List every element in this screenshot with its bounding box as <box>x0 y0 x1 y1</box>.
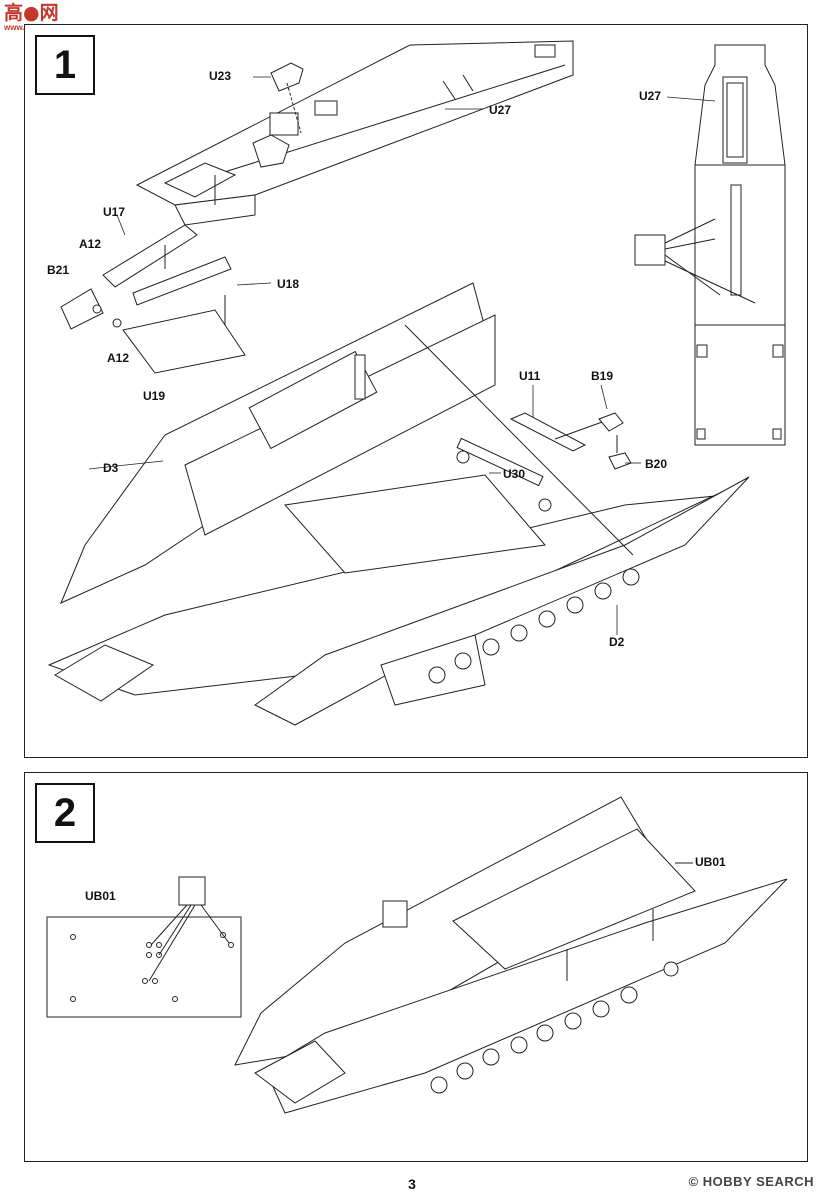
front-hull-u27-drawing <box>135 40 574 226</box>
sub-parts-left-drawing <box>60 175 246 374</box>
hull-with-ub01-drawing <box>234 796 788 1114</box>
part-u23-drawing <box>270 62 304 134</box>
u11-u30-drawing <box>456 412 606 512</box>
label-b19: B19 <box>591 369 614 383</box>
ub01-detail-drawing <box>46 876 242 1018</box>
label-ub01: UB01 <box>695 855 726 869</box>
brand-text: HOBBY SEARCH <box>702 1174 814 1189</box>
label-u23: U23 <box>209 69 232 83</box>
step-number-badge: 2 <box>35 783 95 843</box>
step-number-badge: 1 <box>35 35 95 95</box>
label-u30: U30 <box>503 467 526 481</box>
label-u27: U27 <box>489 103 512 117</box>
step-1-panel: 1 <box>24 24 808 758</box>
label-u17: U17 <box>103 205 126 219</box>
u27-detail-drawing <box>634 44 786 446</box>
label-a12-top: A12 <box>79 237 102 251</box>
label-d3: D3 <box>103 461 119 475</box>
label-u11: U11 <box>519 369 541 383</box>
hobby-search-logo: © HOBBY SEARCH <box>689 1174 814 1189</box>
label-b21: B21 <box>47 263 70 277</box>
step-2-panel: 2 <box>24 772 808 1162</box>
label-ub01-detail: UB01 <box>85 889 116 903</box>
main-hull-drawing <box>47 282 750 726</box>
label-b20: B20 <box>645 457 668 471</box>
step-2-drawing <box>46 796 788 1114</box>
copyright-mark: © <box>688 1174 699 1189</box>
label-u19: U19 <box>143 389 166 403</box>
step-1-drawing <box>47 40 786 726</box>
label-leaders <box>88 76 716 635</box>
label-a12-bottom: A12 <box>107 351 130 365</box>
label-u18: U18 <box>277 277 300 291</box>
label-d2: D2 <box>609 635 625 649</box>
label-u27-detail: U27 <box>639 89 662 103</box>
b19-b20-drawing <box>598 412 632 470</box>
page-number: 3 <box>408 1176 416 1192</box>
watermark-logo: 高●网 <box>4 2 59 24</box>
